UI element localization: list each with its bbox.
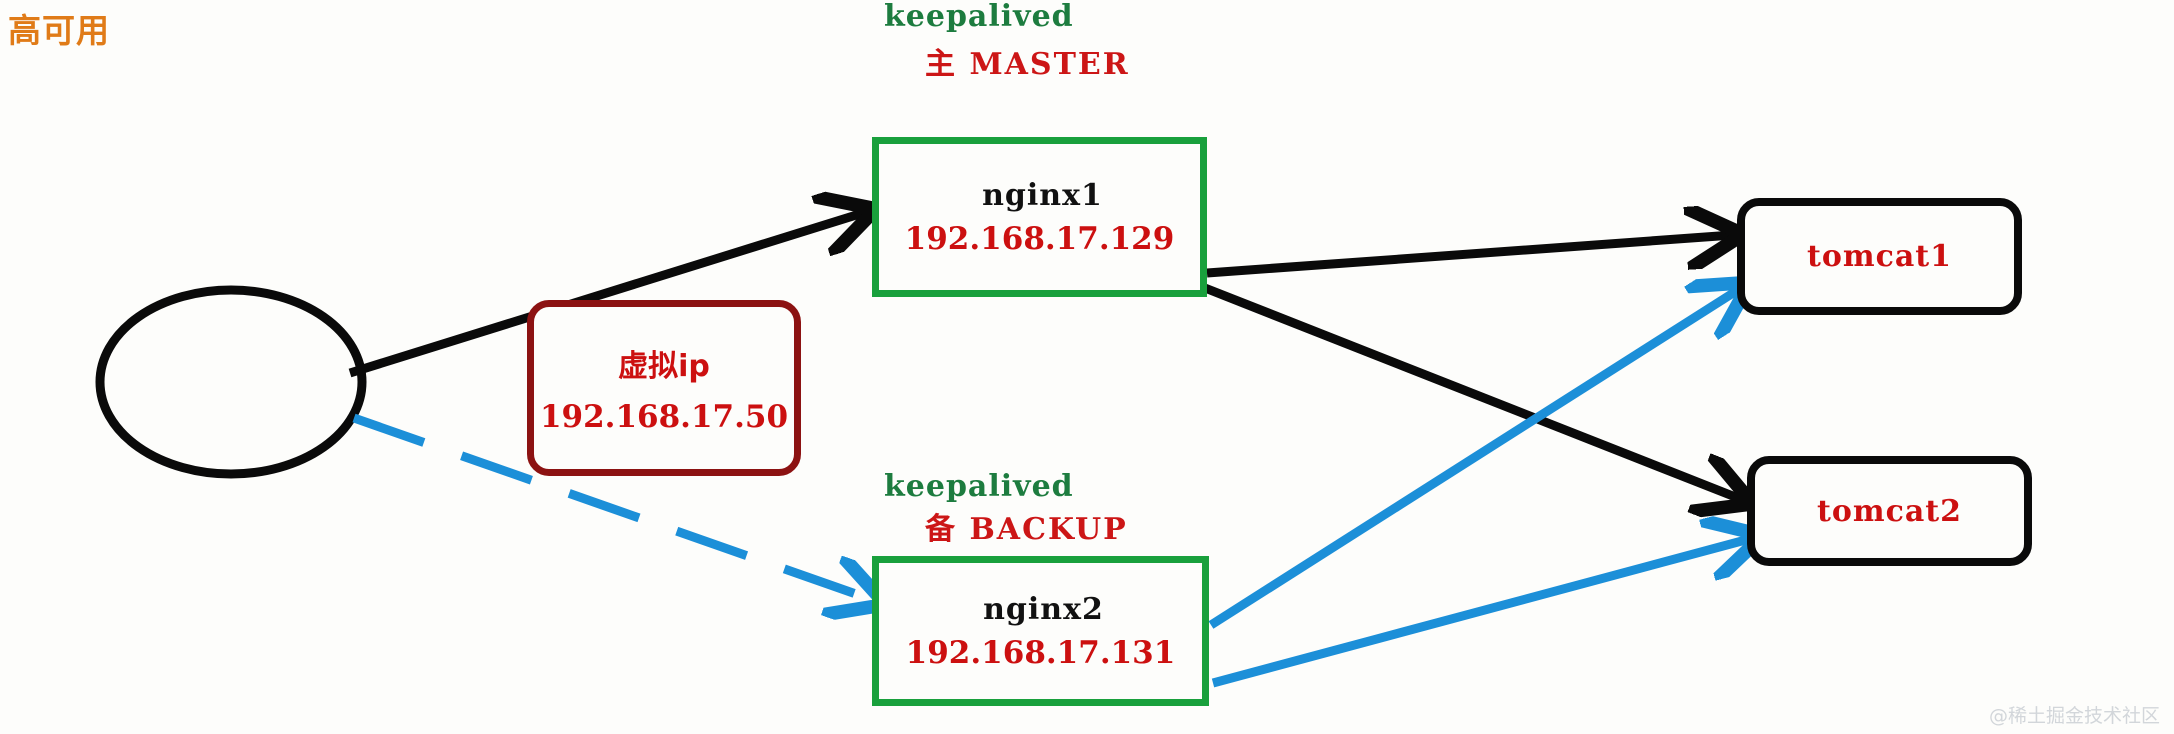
nginx1-name: nginx1 (982, 177, 1103, 213)
edge-client-to-nginx2 (352, 413, 876, 601)
edge-nginx2-to-tomcat2 (1211, 538, 1753, 688)
nginx1-ip: 192.168.17.129 (904, 220, 1175, 257)
role-label-backup: 备 BACKUP (925, 512, 1128, 547)
nginx1-node[interactable]: nginx1 192.168.17.129 (872, 137, 1207, 297)
edge-nginx2-to-tomcat1 (1208, 288, 1741, 629)
virtual-ip-title: 虚拟ip (618, 349, 710, 384)
watermark: @稀土掘金技术社区 (1988, 705, 2160, 727)
page-title: 高可用 (8, 11, 110, 50)
tomcat1-name: tomcat1 (1806, 239, 1953, 274)
keepalived-label-master: keepalived (884, 0, 1074, 34)
keepalived-label-backup: keepalived (884, 469, 1074, 504)
virtual-ip-value: 192.168.17.50 (539, 399, 789, 435)
tomcat2-node[interactable]: tomcat2 (1747, 456, 2032, 566)
client-ellipse (95, 285, 367, 479)
edge-nginx1-to-tomcat1 (1206, 235, 1733, 278)
edge-client-to-nginx1 (348, 212, 866, 378)
nginx2-name: nginx2 (983, 591, 1104, 627)
edge-nginx1-to-tomcat2 (1203, 283, 1743, 500)
nginx2-node[interactable]: nginx2 192.168.17.131 (872, 556, 1209, 706)
virtual-ip-node[interactable]: 虚拟ip 192.168.17.50 (527, 300, 801, 476)
tomcat1-node[interactable]: tomcat1 (1737, 198, 2022, 315)
tomcat2-name: tomcat2 (1816, 493, 1963, 529)
role-label-master: 主 MASTER (925, 47, 1130, 82)
nginx2-ip: 192.168.17.131 (905, 634, 1176, 671)
